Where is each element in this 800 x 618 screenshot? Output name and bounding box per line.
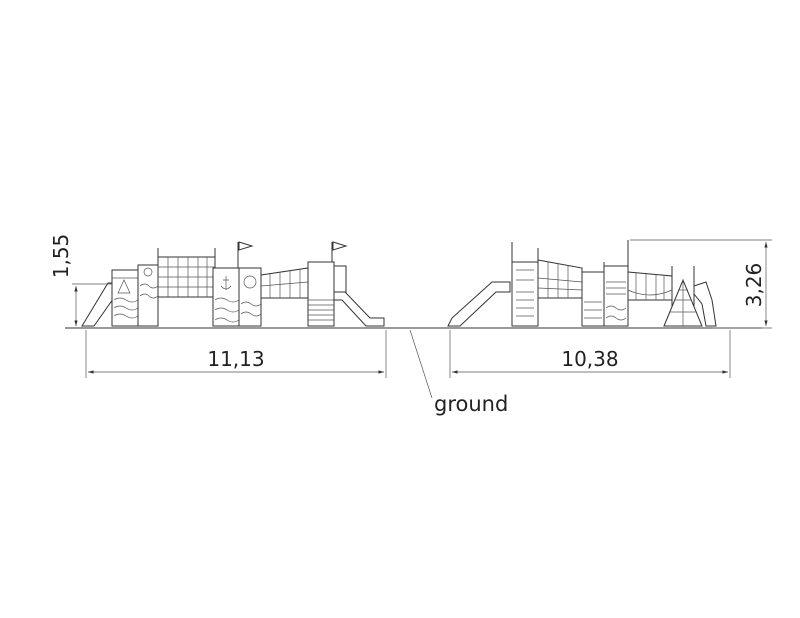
- right-height-dimension: 3,26: [742, 263, 766, 308]
- left-elevation-view: [81, 241, 385, 327]
- left-height-dimension: 1,55: [49, 234, 73, 279]
- right-elevation-view: [447, 240, 717, 327]
- ground-label: ground: [434, 392, 508, 416]
- dimension-lines: [72, 239, 772, 399]
- left-width-dimension: 11,13: [207, 347, 264, 371]
- right-width-dimension: 10,38: [561, 347, 618, 371]
